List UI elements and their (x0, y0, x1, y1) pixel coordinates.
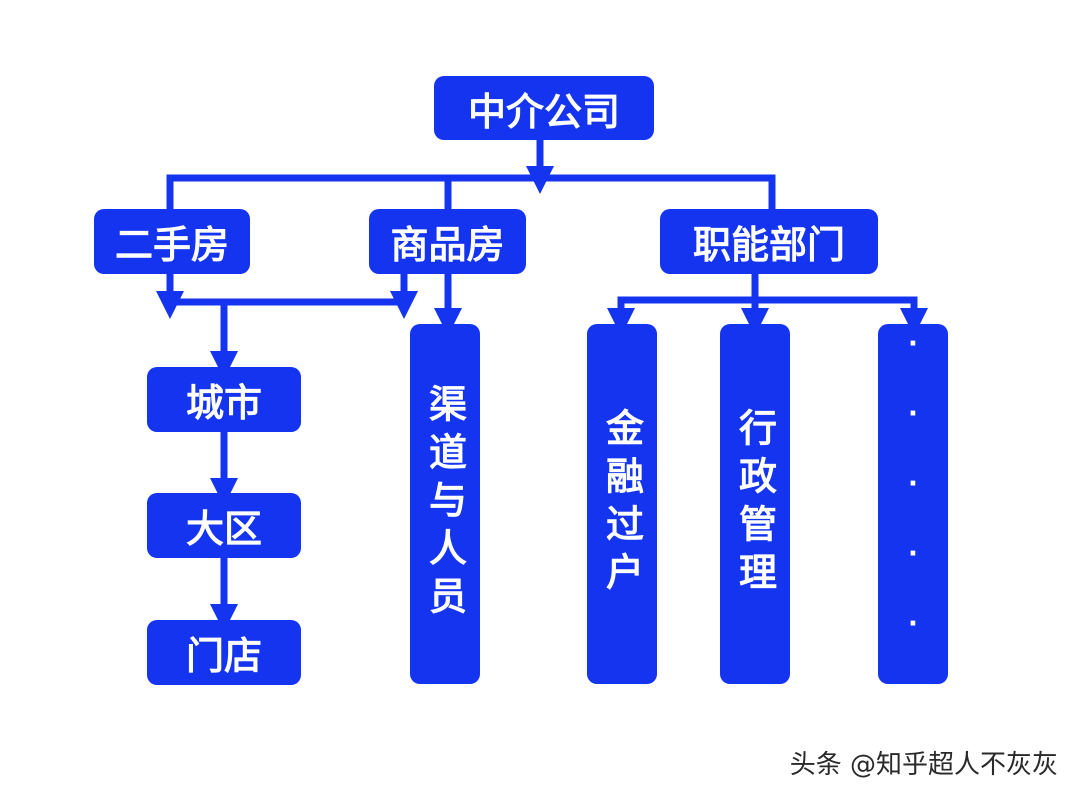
node-more: ····· (878, 324, 948, 684)
branch-new-homes: 商品房 (369, 209, 526, 274)
watermark: 头条 @知乎超人不灰灰 (789, 750, 1058, 780)
node-administration: 行政管理 (720, 324, 790, 684)
node-district: 大区 (147, 493, 301, 558)
node-channel-staff: 渠道与人员 (410, 324, 480, 684)
root-node-agency: 中介公司 (434, 76, 654, 140)
node-city: 城市 (147, 367, 301, 432)
branch-second-hand: 二手房 (94, 209, 250, 274)
node-store: 门店 (147, 620, 301, 685)
node-finance-transfer: 金融过户 (587, 324, 657, 684)
branch-functional-depts: 职能部门 (660, 209, 878, 274)
